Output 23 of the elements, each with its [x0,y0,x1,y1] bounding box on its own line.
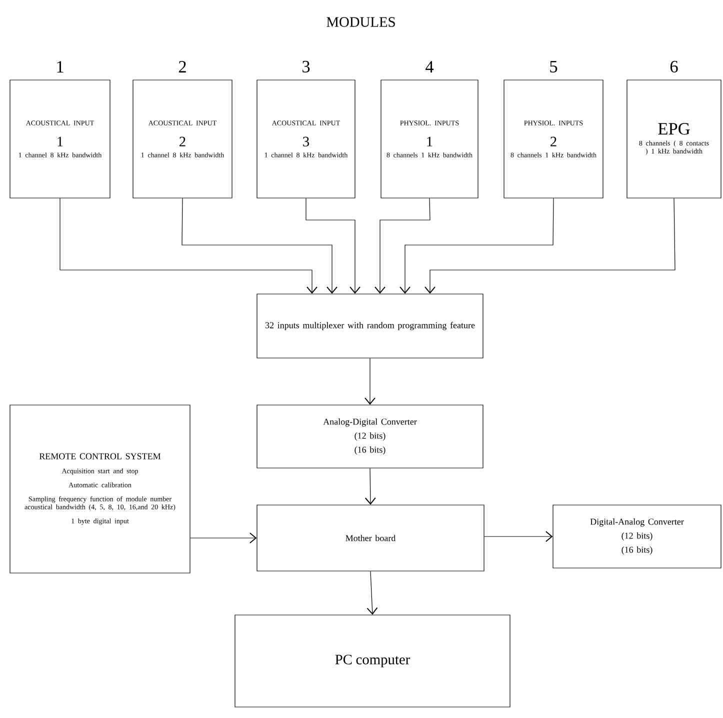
converter-box: Digital-Analog Converter (12 bits) (16 bits) [552,504,722,568]
arrow [364,358,376,405]
arrow [424,198,676,294]
arrow [374,198,430,294]
module-number: 2 [178,61,186,72]
arrow [400,198,554,294]
arrow [60,198,318,294]
arrow [484,531,553,542]
module-number: 6 [670,60,678,72]
motherboard-box: Mother board [256,504,484,572]
module-number: 4 [426,61,434,72]
arrow [182,198,338,294]
arrow [190,532,257,544]
module-number: 5 [550,60,558,72]
title: MODULES [326,17,395,27]
converter-box: Analog-Digital Converter (12 bits) (16 bits) [256,404,484,468]
computer-box: PC computer [234,614,510,708]
arrow [364,468,376,505]
arrow [306,198,360,294]
arrow [366,571,378,615]
module-number: 1 [57,61,64,72]
multiplexer-box: 32 inputs multiplexer with random programming feature [256,294,484,358]
module-number: 3 [302,60,310,72]
